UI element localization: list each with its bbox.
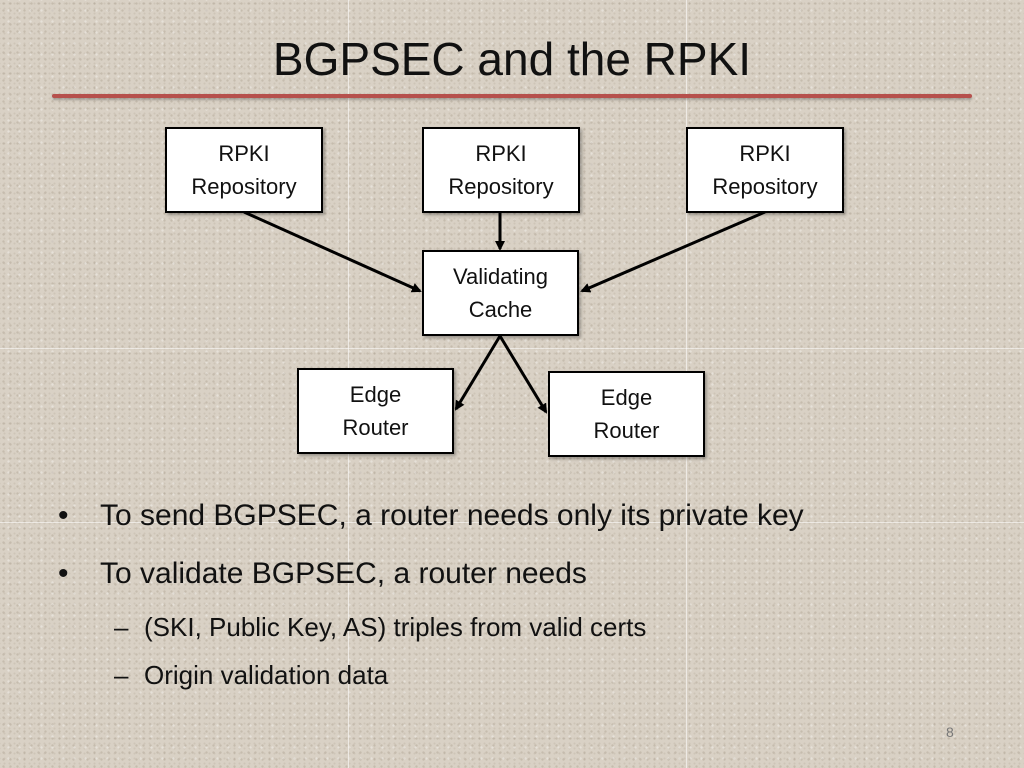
- background-gridline: [0, 348, 1024, 349]
- box-label-line2: Repository: [712, 174, 818, 199]
- arrow-repo3-to-cache: [580, 210, 766, 293]
- sub-bullet-text: Origin validation data: [144, 660, 389, 690]
- slide-title: BGPSEC and the RPKI: [272, 33, 752, 85]
- box-label-line2: Cache: [468, 297, 533, 322]
- box-label-line1: RPKI: [218, 141, 270, 166]
- box-label-line1: Edge: [600, 385, 653, 410]
- bullet-marker: •: [58, 557, 69, 590]
- bullet-text: To send BGPSEC, a router needs only its …: [100, 499, 804, 532]
- arrow-repo1-to-cache: [243, 210, 422, 293]
- arrow-cache-to-router2: [498, 335, 548, 414]
- rpki-repository-box: RPKI Repository: [422, 127, 580, 213]
- box-label-line2: Router: [342, 415, 409, 440]
- box-label-line1: RPKI: [739, 141, 791, 166]
- arrow-cache-to-router1: [454, 335, 502, 411]
- background-gridline: [0, 522, 1024, 523]
- box-label-line1: RPKI: [475, 141, 527, 166]
- page-number: 8: [946, 724, 954, 740]
- sub-bullet-item: – Origin validation data: [114, 658, 998, 692]
- bullet-list: • To send BGPSEC, a router needs only it…: [58, 494, 998, 706]
- box-label-line1: Edge: [349, 382, 402, 407]
- box-label-line2: Router: [593, 418, 660, 443]
- bullet-item: • To send BGPSEC, a router needs only it…: [58, 494, 998, 538]
- rpki-repository-box: RPKI Repository: [165, 127, 323, 213]
- sub-bullet-marker: –: [114, 612, 129, 642]
- rpki-repository-box: RPKI Repository: [686, 127, 844, 213]
- bullet-text: To validate BGPSEC, a router needs: [100, 557, 587, 590]
- box-label-line2: Repository: [448, 174, 554, 199]
- sub-bullet-marker: –: [114, 660, 129, 690]
- bullet-marker: •: [58, 499, 69, 532]
- box-label-line1: Validating: [453, 264, 548, 289]
- bullet-item: • To validate BGPSEC, a router needs: [58, 552, 998, 596]
- sub-bullet-text: (SKI, Public Key, AS) triples from valid…: [144, 612, 647, 642]
- sub-bullet-item: – (SKI, Public Key, AS) triples from val…: [114, 610, 998, 644]
- title-underline: [52, 94, 972, 98]
- box-label-line2: Repository: [191, 174, 297, 199]
